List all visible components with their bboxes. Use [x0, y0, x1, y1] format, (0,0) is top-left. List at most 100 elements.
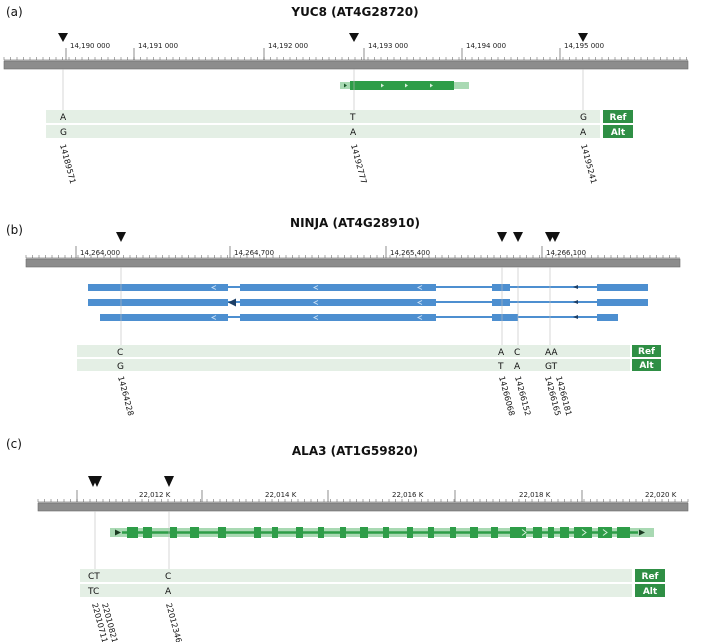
exon-segment	[510, 527, 526, 538]
panel-a-tick-label: 14,195 000	[564, 42, 604, 50]
panel-c-title: ALA3 (AT1G59820)	[292, 444, 418, 458]
panel-b-tick-label: 14,265,400	[390, 249, 430, 257]
alt-allele: GT	[545, 362, 558, 372]
strand-arrow-icon	[602, 529, 608, 536]
ref-allele: CT	[88, 572, 100, 582]
variant-marker	[578, 33, 588, 42]
ref-tag	[635, 569, 665, 582]
strand-arrow-icon	[573, 300, 578, 304]
alt-allele: A	[350, 128, 357, 138]
strand-arrow-icon	[416, 300, 423, 305]
ref-allele: T	[349, 113, 356, 123]
exon-segment	[574, 527, 592, 538]
exon-segment	[350, 81, 454, 90]
variant-marker	[349, 33, 359, 42]
variant-marker	[550, 232, 560, 242]
panel-a-axis-bar	[3, 60, 689, 70]
panel-a-tick-label: 14,192 000	[268, 42, 308, 50]
ref-row	[46, 110, 600, 123]
strand-arrow-icon	[312, 300, 319, 305]
ref-row	[77, 345, 630, 357]
strand-arrow-icon	[228, 298, 236, 307]
ref-allele: AA	[545, 348, 558, 358]
panel-b-label: (b)	[6, 223, 23, 237]
exon-segment	[240, 284, 436, 291]
exon-segment	[143, 527, 152, 538]
variant-position: 14192777	[349, 143, 368, 185]
alt-allele: T	[497, 362, 504, 372]
panel-a-tick-label: 14,194 000	[466, 42, 506, 50]
exon-segment	[340, 527, 346, 538]
ref-allele: C	[165, 572, 171, 582]
exon-segment	[597, 314, 618, 321]
alt-allele: A	[514, 362, 521, 372]
panel-a-label: (a)	[6, 5, 23, 19]
panel-a-tick-label: 14,190 000	[70, 42, 110, 50]
variant-marker	[92, 476, 102, 487]
alt-row	[80, 584, 632, 597]
strand-arrow-icon	[430, 83, 433, 88]
exon-segment	[218, 527, 226, 538]
transcript	[100, 314, 618, 321]
panel-b-tick-label: 14,264,000	[80, 249, 120, 257]
exon-segment	[100, 314, 228, 321]
strand-arrow-icon	[581, 529, 587, 536]
strand-arrow-icon	[416, 315, 423, 320]
strand-arrow-icon	[639, 529, 645, 536]
strand-arrow-icon	[573, 285, 578, 289]
alt-tag-label: Alt	[639, 361, 654, 371]
exon-segment	[598, 527, 612, 538]
exon-segment	[597, 284, 648, 291]
variant-position: 14264228	[116, 375, 135, 417]
panel-c-label: (c)	[6, 437, 22, 451]
panel-b-tick-label: 14,264,700	[234, 249, 274, 257]
panel-c-tick-label: 22,016 K	[392, 491, 424, 499]
ref-row	[80, 569, 632, 582]
exon-segment	[88, 284, 228, 291]
exon-segment	[190, 527, 199, 538]
variant-marker	[116, 232, 126, 242]
exon-segment	[533, 527, 542, 538]
variant-position: 14266068	[497, 375, 516, 417]
exon-segment	[407, 527, 413, 538]
exon-segment	[470, 527, 478, 538]
panel-a-gene-model	[340, 81, 469, 90]
panel-a-ruler	[3, 48, 688, 61]
alt-tag-label: Alt	[611, 128, 626, 138]
exon-segment	[127, 527, 138, 538]
ref-tag	[632, 345, 661, 357]
strand-arrow-icon	[405, 83, 408, 88]
variant-marker	[164, 476, 174, 487]
panel-b-ruler	[25, 246, 680, 259]
panel-a: (a) YUC8 (AT4G28720) 14,190 000 14,191 0…	[3, 5, 689, 185]
ref-tag	[603, 110, 633, 123]
panel-c-tick-label: 22,012 K	[139, 491, 171, 499]
alt-allele: A	[580, 128, 587, 138]
transcript	[88, 298, 648, 307]
variant-marker	[513, 232, 523, 242]
alt-allele: G	[60, 128, 67, 138]
panel-c-tick-label: 22,014 K	[265, 491, 297, 499]
alt-allele: A	[165, 587, 172, 597]
variant-position: 22012346	[164, 602, 183, 642]
strand-arrow-icon	[312, 315, 319, 320]
transcript	[88, 284, 648, 291]
panel-a-tick-label: 14,191 000	[138, 42, 178, 50]
strand-arrow-icon	[573, 315, 578, 319]
exon-segment	[88, 299, 228, 306]
exon-segment	[272, 527, 278, 538]
panel-c-gene-model	[110, 527, 654, 538]
strand-arrow-icon	[210, 285, 217, 290]
panel-c: (c) ALA3 (AT1G59820) 22,012 K 22,014 K 2…	[6, 437, 689, 642]
ref-allele: G	[580, 113, 587, 123]
strand-arrow-icon	[344, 83, 347, 88]
panel-b-tick-label: 14,266,100	[546, 249, 586, 257]
exon-segment	[240, 299, 436, 306]
ref-tag-label: Ref	[638, 347, 655, 357]
exon-segment	[254, 527, 261, 538]
exon-segment	[492, 314, 518, 321]
exon-segment	[492, 284, 510, 291]
exon-segment	[318, 527, 324, 538]
panel-c-tick-label: 22,018 K	[519, 491, 551, 499]
